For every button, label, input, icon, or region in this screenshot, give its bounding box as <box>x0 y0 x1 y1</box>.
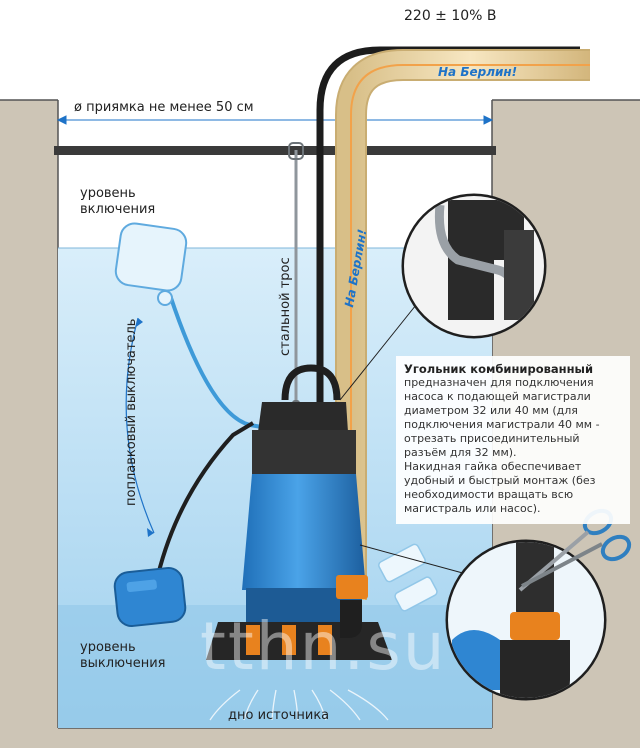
power-cable <box>316 46 580 430</box>
callout-title: Угольник комбинированный <box>404 362 593 376</box>
float-off-level <box>113 566 187 628</box>
elbow-callout: Угольник комбинированный предназначен дл… <box>396 356 630 524</box>
float-swing-arrow <box>125 317 155 534</box>
voltage-label: 220 ± 10% В <box>404 8 497 24</box>
off-level-label: уровень выключения <box>80 640 165 672</box>
float-on-level <box>114 222 188 306</box>
on-level-line2: включения <box>80 202 156 217</box>
zoom-circle-cable-clip <box>401 193 547 339</box>
callout-text-1: предназначен для подключения насоса к по… <box>404 376 600 459</box>
on-level-label: уровень включения <box>80 186 155 218</box>
support-bar <box>54 146 496 155</box>
float-switch-label: поплавковый выключатель <box>124 318 139 506</box>
adapter-ghost <box>378 543 438 612</box>
zoom-circle-elbow <box>445 539 607 701</box>
lower-float-cable <box>156 421 255 576</box>
hose-brand-horizontal: На Берлин! <box>438 65 518 79</box>
pit-diameter-dimension <box>56 115 494 125</box>
callout-text-2: Накидная гайка обеспечивает удобный и бы… <box>404 460 596 515</box>
off-level-line1: уровень <box>80 640 136 655</box>
ground-bottom <box>0 728 640 748</box>
watermark: tthn.su <box>200 608 447 685</box>
pump <box>206 364 392 660</box>
source-bottom-label: дно источника <box>228 708 330 723</box>
steel-cable-label: стальной трос <box>278 257 293 356</box>
on-level-line1: уровень <box>80 186 136 201</box>
pit-diameter-label: ø приямка не менее 50 см <box>74 100 254 115</box>
suction-ripples <box>209 689 389 721</box>
ground-left <box>0 100 58 748</box>
upper-float-cable <box>168 294 263 429</box>
off-level-line2: выключения <box>80 656 166 671</box>
